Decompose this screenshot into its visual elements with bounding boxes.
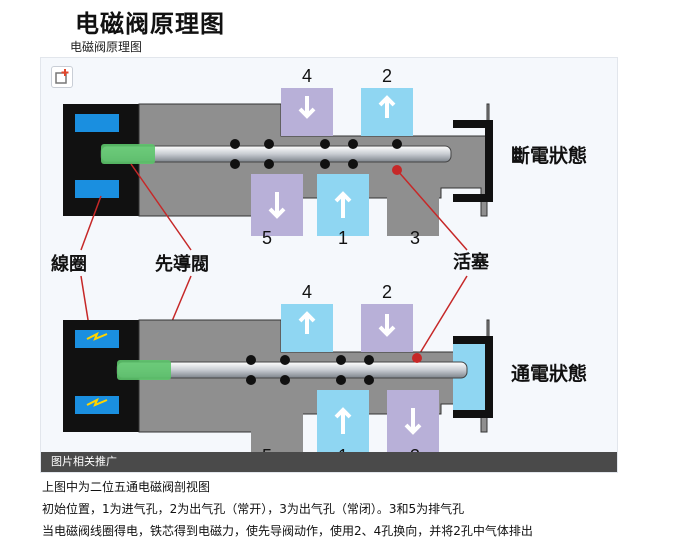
arrow-port3-bottom [404,408,422,435]
arrow-port5-top [268,192,286,219]
port-2-label-bottom: 2 [382,282,392,302]
valve-diagram: 4 2 5 1 3 斷電狀態 線圈 先導閥 活塞 [51,66,587,466]
description-line-3: 当电磁阀线圈得电，铁芯得到电磁力，使先导阀动作，使用2、4孔换向，并将2孔中气体… [42,524,533,538]
on-state-label: 通電狀態 [511,362,587,385]
arrow-port4-top [298,96,316,119]
piston-dot-bottom [412,353,422,363]
pilot-valve-label: 先導閥 [155,253,209,275]
coil-winding-top-lower [75,180,119,198]
page-title: 电磁阀原理图 [75,9,225,38]
arrow-port4-bottom [298,311,316,334]
port-3-label-top: 3 [410,228,420,248]
image-related-promo-bar[interactable]: 图片相关推广 [41,452,617,472]
pilot-core-top [101,144,155,164]
arrow-port1-bottom [334,407,352,434]
port-2-label-top: 2 [382,66,392,86]
coil-winding-top [75,114,119,132]
valve-diagram-figure: 4 2 5 1 3 斷電狀態 線圈 先導閥 活塞 [40,57,618,473]
channel-port5-bottom [251,390,303,452]
description-line-1: 上图中为二位五通电磁阀剖视图 [42,480,211,494]
end-cap-bottom [453,336,493,418]
port-5-label-top: 5 [262,228,272,248]
off-state-label: 斷電狀態 [511,144,587,167]
arrow-port1-top [334,191,352,218]
valve-bottom [63,304,493,452]
image-caption: 电磁阀原理图 [70,40,143,54]
pilot-core-bottom [117,360,171,380]
valve-top [63,88,493,236]
piston-label: 活塞 [453,251,490,273]
o-rings-bottom [246,355,374,385]
arrow-port2-top [378,95,396,118]
port-1-label-top: 1 [338,228,348,248]
end-cap-top [453,120,493,202]
o-rings-top [230,139,402,169]
channel-port3-top [387,174,439,236]
arrow-port2-bottom [378,314,396,337]
coil-label: 線圈 [51,253,87,275]
energized-bolt-icon-lower [86,397,108,407]
add-image-icon[interactable] [51,66,73,88]
description-line-2: 初始位置，1为进气孔，2为出气孔（常开），3为出气孔（常闭）。3和5为排气孔 [42,502,465,516]
port-4-label-bottom: 4 [302,282,312,302]
port-4-label-top: 4 [302,66,312,86]
energized-bolt-icon [86,331,108,341]
